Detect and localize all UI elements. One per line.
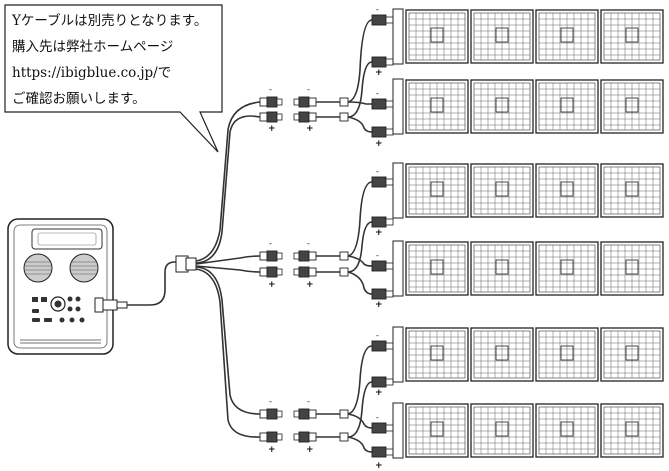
polarity-pos: + [268, 124, 276, 134]
polarity-neg: - [307, 85, 310, 94]
solar-panel-row [392, 78, 664, 135]
callout-line-1: Yケーブルは別売りとなります。 [11, 12, 207, 29]
polarity-neg: - [376, 331, 379, 340]
fan-grill-left [23, 253, 53, 283]
polarity-neg: - [307, 239, 310, 248]
y-splitter-hub [175, 255, 197, 273]
solar-panel-row [392, 240, 664, 297]
callout-line-3: https://ibigblue.co.jp/で [12, 65, 171, 81]
solar-panel-row [392, 162, 664, 219]
polarity-neg: - [376, 5, 379, 14]
polarity-neg: - [307, 397, 310, 406]
polarity-pos: + [375, 228, 383, 238]
solar-panel-row [392, 402, 664, 459]
polarity-neg: - [376, 251, 379, 260]
solar-panel-row [392, 8, 664, 65]
polarity-neg: - [376, 167, 379, 176]
polarity-pos: + [375, 461, 383, 471]
vent-slots [20, 339, 101, 344]
polarity-neg: - [269, 85, 272, 94]
panel-group-2: - - + + - + - + [259, 162, 664, 310]
power-station-icon [7, 218, 128, 355]
polarity-pos: + [375, 68, 383, 78]
polarity-pos: + [268, 445, 276, 455]
polarity-pos: + [375, 388, 383, 398]
polarity-neg: - [269, 397, 272, 406]
polarity-pos: + [375, 139, 383, 149]
main-cable [127, 261, 178, 306]
polarity-neg: - [269, 239, 272, 248]
polarity-neg: - [376, 89, 379, 98]
callout-line-4: ご確認お願いします。 [12, 91, 146, 107]
polarity-pos: + [375, 300, 383, 310]
panel-group-3: - - + + - + - + [259, 326, 664, 471]
callout-line-2: 購入先は弊社ホームページ [12, 39, 173, 55]
polarity-pos: + [268, 280, 276, 290]
polarity-pos: + [306, 445, 314, 455]
input-plug-icon [94, 297, 128, 313]
polarity-neg: - [376, 413, 379, 422]
control-panel [32, 296, 85, 323]
hub-to-groups-cables [195, 101, 261, 438]
solar-panel-row [392, 326, 664, 383]
polarity-pos: + [306, 124, 314, 134]
fan-grill-right [69, 253, 99, 283]
callout-bubble: Yケーブルは別売りとなります。 購入先は弊社ホームページ https://ibi… [4, 4, 223, 153]
polarity-pos: + [306, 280, 314, 290]
panel-group-1: - - + + - + - + [259, 5, 664, 149]
